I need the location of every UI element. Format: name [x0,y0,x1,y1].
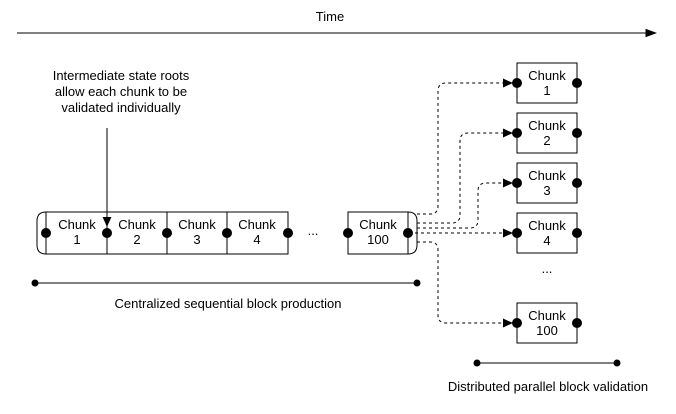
production-caption: Centralized sequential block production [114,296,342,311]
chunk-word: Chunk [528,168,566,183]
state-root-dot [512,178,522,188]
validation-chunk-4-label: Chunk 4 [517,218,577,248]
chunk-word: Chunk [528,218,566,233]
validation-chunk-2-label: Chunk 2 [517,118,577,148]
connector-to-chunk-3 [417,182,504,229]
validation-connectors [415,78,513,328]
bracket-end-dot [473,359,481,367]
chunk-number: 2 [543,133,551,148]
state-root-dot [283,228,293,238]
validation-bracket [473,359,621,367]
connector-to-chunk-2 [417,132,504,224]
state-root-dot [222,228,232,238]
production-left-cap [36,211,47,255]
connector-arrowhead-icon [503,178,513,188]
chunk-number: 3 [193,232,201,247]
validation-chunk-100-label: Chunk 100 [517,308,577,338]
chunk-number: 3 [543,183,551,198]
state-root-dot [162,228,172,238]
chunk-number: 100 [367,232,389,247]
state-root-dot [102,228,112,238]
bracket-end-dot [413,279,421,287]
chunk-word: Chunk [58,217,96,232]
production-chunk-1-label: Chunk 1 [47,217,107,247]
chunk-number: 1 [73,232,81,247]
chunk-number: 4 [253,232,261,247]
state-root-dot [572,318,582,328]
chunk-number: 100 [536,323,558,338]
production-ellipsis: ... [307,223,319,238]
connector-arrowhead-icon [503,128,513,138]
annotation-line: validated individually [61,100,181,115]
state-root-dot [512,318,522,328]
chunk-number: 2 [133,232,141,247]
state-root-dot [512,128,522,138]
chunk-number: 4 [543,233,551,248]
annotation-line: Intermediate state roots [52,68,190,83]
chunk-word: Chunk [178,217,216,232]
chunk-word: Chunk [528,68,566,83]
state-root-dot [572,178,582,188]
validation-column [512,62,582,344]
production-chunk-2-label: Chunk 2 [107,217,167,247]
time-axis-label: Time [315,9,345,24]
production-chunk-100-label: Chunk 100 [348,217,408,247]
production-chunk-4-label: Chunk 4 [227,217,287,247]
state-root-dot [403,228,413,238]
connector-to-chunk-1 [417,82,504,215]
chunk-word: Chunk [359,217,397,232]
validation-chunk-3-label: Chunk 3 [517,168,577,198]
state-root-dot [343,228,353,238]
validation-caption: Distributed parallel block validation [447,379,649,394]
time-axis-arrow [17,28,657,38]
annotation-text: Intermediate state roots allow each chun… [30,68,212,116]
validation-ellipsis: ... [541,261,553,276]
connector-arrowhead-icon [503,228,513,238]
connector-arrowhead-icon [503,318,513,328]
chunk-word: Chunk [528,308,566,323]
bracket-end-dot [31,279,39,287]
state-root-dot [572,128,582,138]
chunk-word: Chunk [238,217,276,232]
state-root-dot [512,78,522,88]
bracket-end-dot [613,359,621,367]
validation-chunk-1-label: Chunk 1 [517,68,577,98]
annotation-line: allow each chunk to be [54,84,188,99]
state-root-dot [572,78,582,88]
state-root-dot [512,228,522,238]
production-bracket [31,279,421,287]
time-axis-arrowhead-icon [645,28,657,38]
connector-to-chunk-100 [417,241,504,324]
chunk-number: 1 [543,83,551,98]
connector-arrowhead-icon [503,78,513,88]
state-root-dot [572,228,582,238]
chunk-word: Chunk [118,217,156,232]
chunk-word: Chunk [528,118,566,133]
production-chunk-3-label: Chunk 3 [167,217,227,247]
state-root-dot [41,228,51,238]
